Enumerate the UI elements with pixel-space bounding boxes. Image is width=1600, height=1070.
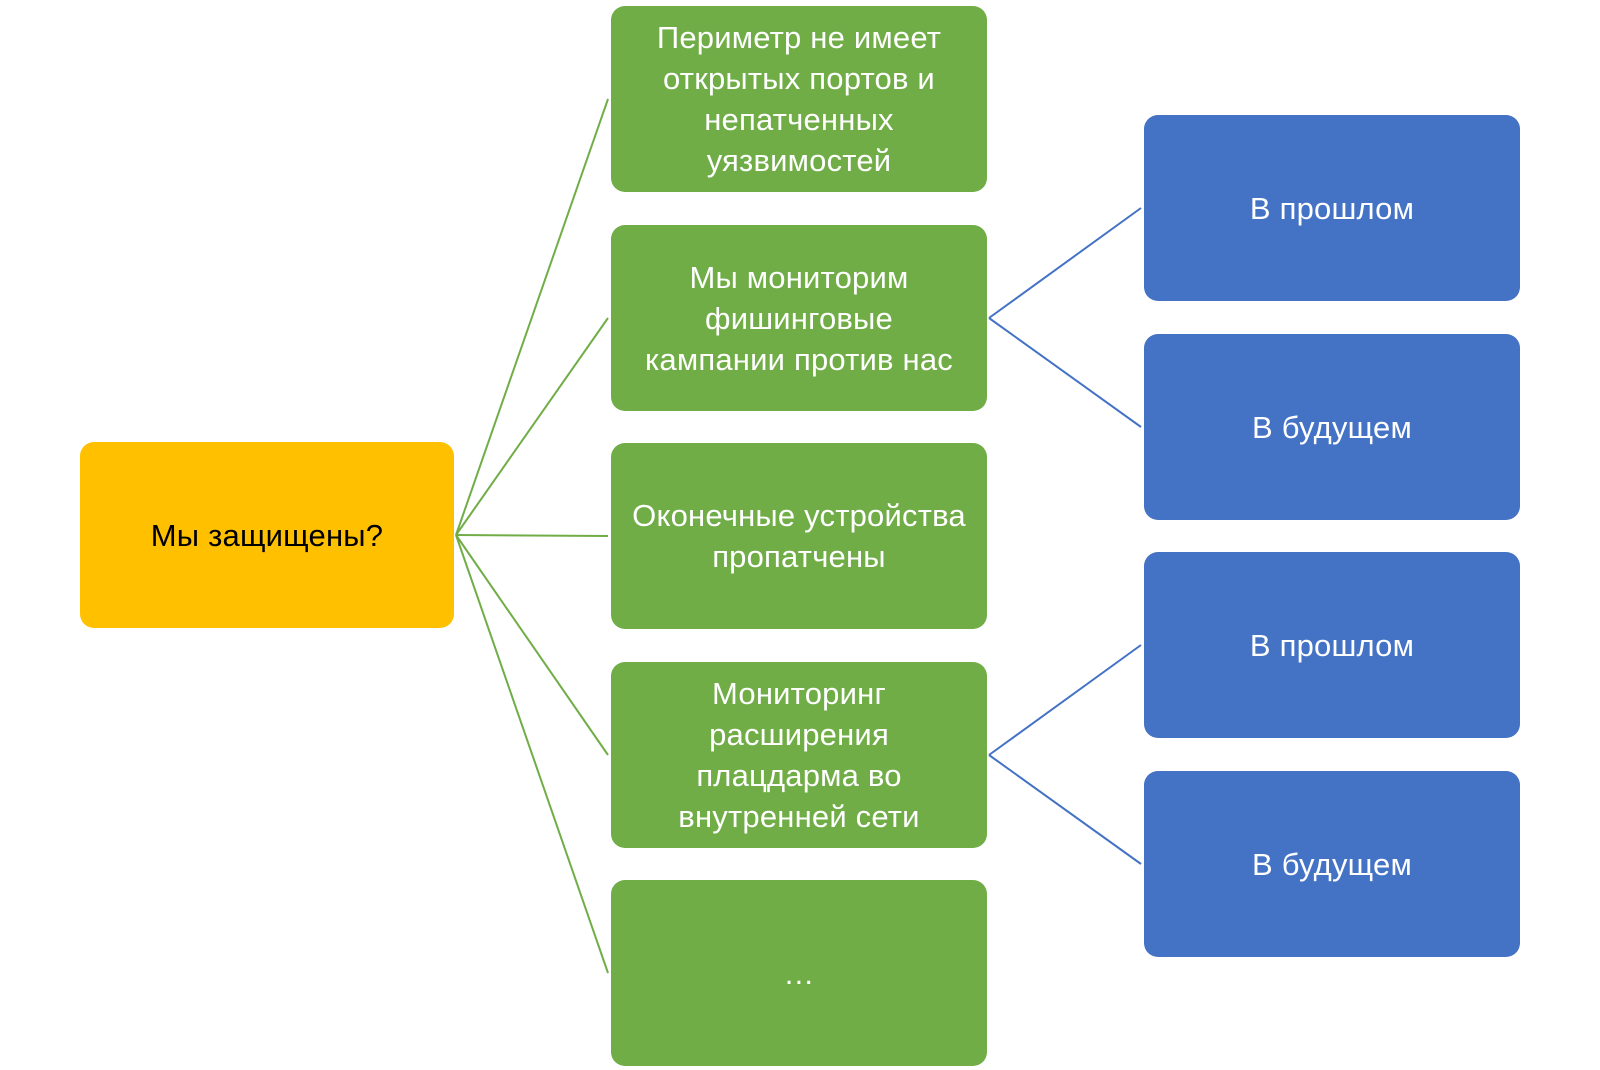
leaf-node-future: В будущем (1144, 334, 1520, 520)
branch-node-lateral-movement: Мониторинг расширения плацдарма во внутр… (611, 662, 987, 848)
root-node: Мы защищены? (80, 442, 454, 628)
branch-label: … (783, 955, 815, 991)
connector-root-branch-3 (455, 534, 609, 537)
leaf-label: В будущем (1252, 409, 1412, 445)
branch-node-ellipsis: … (611, 880, 987, 1066)
leaf-label: В прошлом (1249, 627, 1415, 663)
leaf-node-future: В будущем (1144, 771, 1520, 957)
branch-label: Периметр не имеет открытых портов и непа… (656, 20, 942, 178)
branch-node-phishing: Мы мониторим фишинговые кампании против … (611, 225, 987, 411)
leaf-node-past: В прошлом (1144, 552, 1520, 738)
connector-root-branch-2 (455, 317, 609, 536)
leaf-label: В прошлом (1249, 190, 1415, 226)
branch-label: Оконечные устройства пропатчены (632, 498, 966, 574)
connector-branch-leaf-3 (988, 644, 1142, 756)
connector-root-branch-4 (455, 534, 609, 756)
connector-branch-leaf-2 (988, 317, 1142, 428)
branch-node-perimeter: Периметр не имеет открытых портов и непа… (611, 6, 987, 192)
leaf-node-past: В прошлом (1144, 115, 1520, 301)
connector-branch-leaf-1 (988, 207, 1142, 319)
connector-root-branch-1 (455, 98, 609, 536)
leaf-label: В будущем (1252, 846, 1412, 882)
root-label: Мы защищены? (150, 517, 384, 553)
branch-label: Мониторинг расширения плацдарма во внутр… (678, 676, 920, 834)
branch-node-endpoints: Оконечные устройства пропатчены (611, 443, 987, 629)
connector-branch-leaf-4 (988, 754, 1142, 865)
connector-root-branch-5 (455, 534, 609, 974)
branch-label: Мы мониторим фишинговые кампании против … (644, 259, 954, 377)
